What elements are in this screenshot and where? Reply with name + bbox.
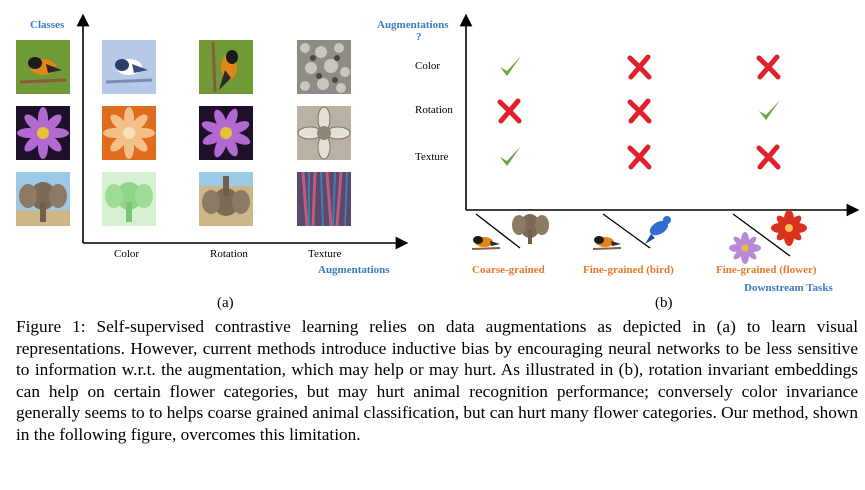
task-label-fine-grained-flower: Fine-grained (flower): [716, 264, 817, 276]
figure-caption: Figure 1: Self-supervised contrastive le…: [16, 316, 858, 445]
panel-b-sub-label: (b): [655, 295, 673, 312]
fine-flower-purple-icon: [729, 232, 761, 264]
fine-bird-bluebird-icon: [645, 216, 671, 244]
coarse-elephant-icon: [512, 214, 549, 244]
fine-flower-red-icon: [771, 210, 807, 246]
panel-b-x-axis-label: Downstream Tasks: [744, 282, 833, 294]
task-label-fine-grained-bird: Fine-grained (bird): [583, 264, 674, 276]
coarse-bird-icon: [472, 236, 500, 249]
fine-bird-oriole-icon: [593, 236, 621, 249]
task-label-coarse-grained: Coarse-grained: [472, 264, 545, 276]
